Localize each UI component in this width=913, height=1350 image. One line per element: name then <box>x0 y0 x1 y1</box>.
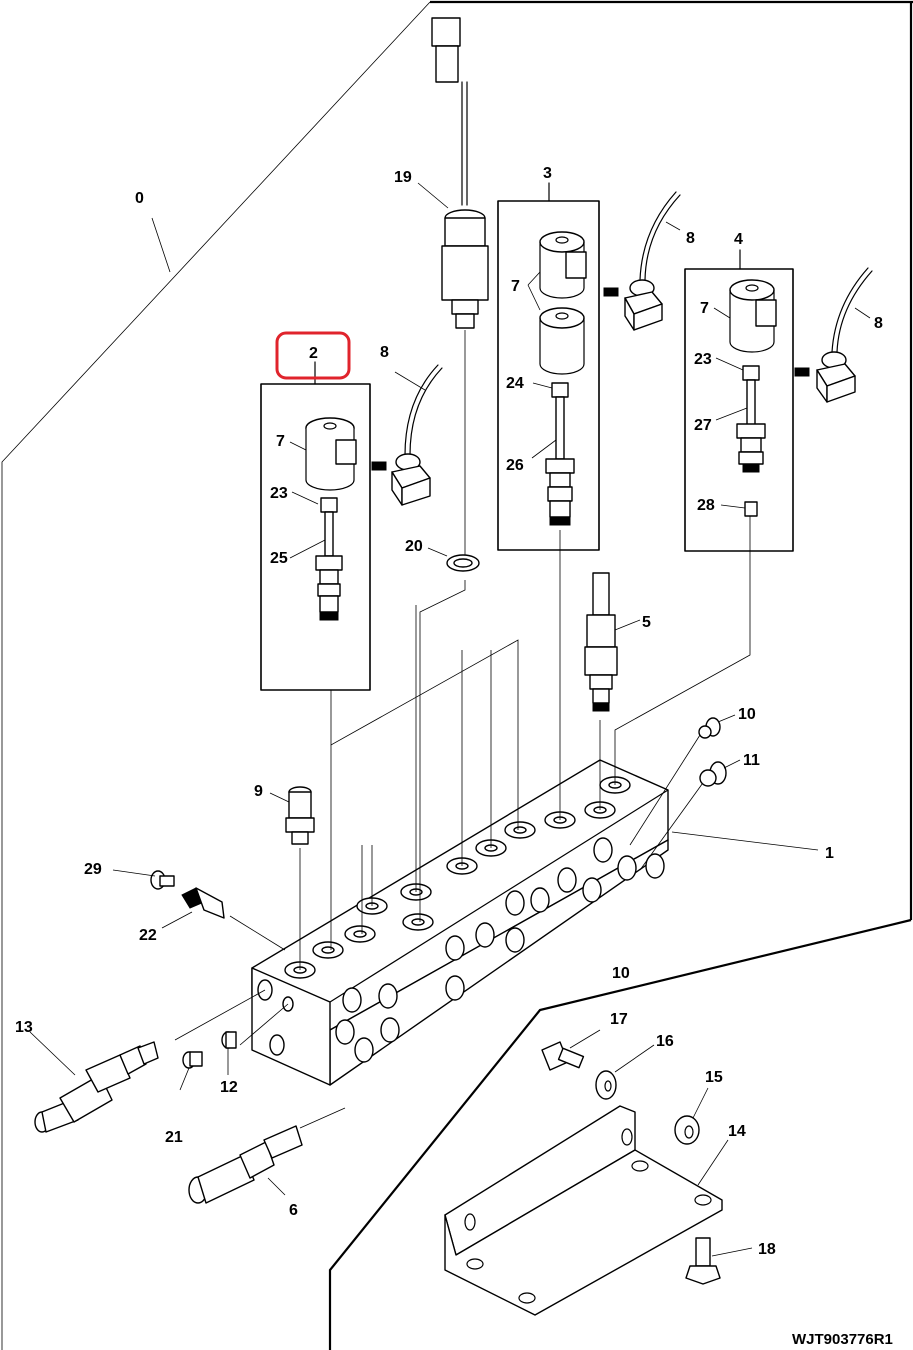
callout-14: 14 <box>728 1123 746 1140</box>
callout-28: 28 <box>697 497 715 514</box>
callout-24: 24 <box>506 375 524 392</box>
group-4-parts <box>729 279 777 517</box>
callout-17: 17 <box>610 1011 628 1028</box>
group-2-box <box>260 361 371 691</box>
plug-12 <box>221 1031 237 1049</box>
callout-7-group4: 7 <box>700 300 709 317</box>
callout-7-group2: 7 <box>276 433 285 450</box>
connector-8-left <box>371 364 443 506</box>
assembly-lines <box>174 330 751 1129</box>
group-2-parts <box>305 417 357 621</box>
valve-6 <box>188 1125 303 1204</box>
plug-21 <box>182 1051 203 1069</box>
nut-15 <box>674 1115 700 1145</box>
callout-15: 15 <box>705 1069 723 1086</box>
plug-10-top <box>698 717 721 739</box>
sensor-9 <box>285 786 315 845</box>
reference-code: WJT903776R1 <box>792 1331 893 1348</box>
highlight-box <box>275 331 351 380</box>
callout-10-top: 10 <box>738 706 756 723</box>
callout-27: 27 <box>694 417 712 434</box>
callout-10-bottom: 10 <box>612 965 630 982</box>
callout-8-middle: 8 <box>686 230 695 247</box>
callout-9: 9 <box>254 783 263 800</box>
pressure-switch-19 <box>431 17 489 329</box>
callout-0: 0 <box>135 190 144 207</box>
washer-16 <box>595 1070 617 1100</box>
plug-11 <box>699 761 727 787</box>
group-3-parts <box>539 231 587 526</box>
callout-29: 29 <box>84 861 102 878</box>
callout-1: 1 <box>825 845 834 862</box>
callout-21: 21 <box>165 1129 183 1146</box>
bolt-18 <box>685 1237 721 1285</box>
fitting-22 <box>181 887 225 919</box>
fitting-29 <box>150 870 175 890</box>
callout-23-group2: 23 <box>270 485 288 502</box>
manifold-block <box>251 759 669 1086</box>
callout-11: 11 <box>743 752 760 769</box>
manifold-side-ports <box>335 837 665 1063</box>
callout-26: 26 <box>506 457 524 474</box>
callout-23-group4: 23 <box>694 351 712 368</box>
seal-20 <box>446 554 480 572</box>
callout-5: 5 <box>642 614 651 631</box>
leader-lines <box>29 182 871 1257</box>
bolt-17 <box>541 1041 585 1071</box>
callout-25: 25 <box>270 550 288 567</box>
callout-8-left: 8 <box>380 344 389 361</box>
callout-13: 13 <box>15 1019 33 1036</box>
callout-18: 18 <box>758 1241 776 1258</box>
group-4-box <box>684 249 794 552</box>
relief-valve-13 <box>34 1041 159 1133</box>
bracket-14 <box>444 1105 723 1316</box>
callout-16: 16 <box>656 1033 674 1050</box>
connector-8-middle <box>603 191 681 331</box>
group-3-box <box>497 182 600 551</box>
callout-6: 6 <box>289 1202 298 1219</box>
callout-12: 12 <box>220 1079 238 1096</box>
connector-8-right <box>794 267 873 403</box>
callout-labels: 0 1 2 3 4 5 6 7 7 7 8 8 8 9 10 10 11 12 … <box>15 165 883 1258</box>
callout-22: 22 <box>139 927 157 944</box>
callout-20: 20 <box>405 538 423 555</box>
callout-19: 19 <box>394 169 412 186</box>
callout-3: 3 <box>543 165 552 182</box>
callout-7-group3: 7 <box>511 278 520 295</box>
callout-2: 2 <box>309 345 318 362</box>
valve-5 <box>584 572 618 712</box>
callout-8-right: 8 <box>874 315 883 332</box>
callout-4: 4 <box>734 231 743 248</box>
